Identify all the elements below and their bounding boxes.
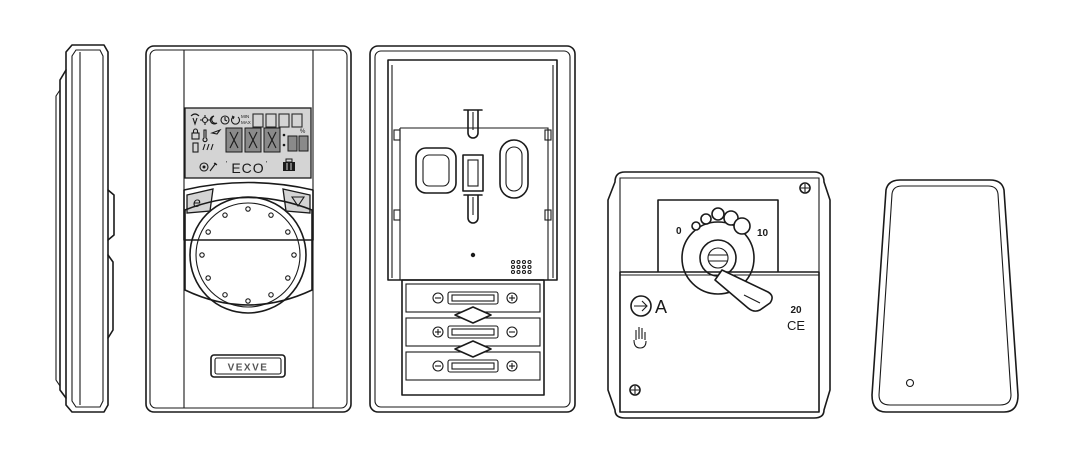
control-dial: [184, 196, 313, 314]
dial-dot: [222, 292, 228, 298]
scale-step: [691, 221, 701, 231]
cycle-icon: [230, 115, 241, 125]
separator: [454, 306, 492, 324]
screw-icon: [629, 384, 641, 396]
clock-icon: [220, 115, 230, 125]
svg-text:': ': [226, 161, 227, 168]
separator: [454, 340, 492, 358]
dial-dot: [222, 212, 228, 218]
contact-pin: [510, 259, 516, 265]
heating-icon: [202, 128, 222, 151]
battery-cell: [447, 359, 499, 373]
sun-icon: [200, 115, 210, 125]
settings-icon: [199, 162, 218, 172]
contact-pin: [510, 269, 516, 275]
minmax-label: MIN: [241, 114, 249, 119]
hand-icon: [633, 327, 647, 349]
contact-pins: [510, 259, 532, 275]
side-view: [55, 44, 115, 413]
contact-pin: [510, 264, 516, 270]
scale-min-label: 0: [676, 226, 682, 237]
dial-dot: [205, 229, 211, 235]
scale-step: [733, 217, 751, 235]
dial-dot: [268, 292, 274, 298]
big-digit-block: %: [225, 127, 309, 153]
dial-dot: [285, 229, 291, 235]
contact-pin: [516, 259, 521, 265]
small-digit-block: [252, 113, 303, 128]
battery-cell: [447, 325, 499, 339]
dial-dot: [285, 275, 291, 281]
dial-dot: [291, 252, 297, 258]
actuator-view: 0 10 A 20 CE: [607, 171, 831, 419]
dial-dot: [245, 298, 251, 304]
battery-icon: [192, 142, 199, 153]
brand-plate: VEXVE: [210, 354, 286, 378]
back-view: [369, 45, 576, 413]
moon-icon: [209, 115, 218, 125]
screw-icon: [799, 182, 811, 194]
rating-label: 20: [790, 305, 802, 316]
led-indicator: [905, 378, 915, 388]
front-view: MIN MAX: [145, 45, 352, 413]
terminal: [506, 292, 518, 304]
contact-pin: [527, 269, 532, 275]
ce-mark: CE: [787, 318, 805, 333]
svg-text:MAX: MAX: [241, 120, 251, 125]
dial-dot: [268, 212, 274, 218]
terminal: [506, 326, 518, 338]
svg-text:%: %: [300, 129, 306, 135]
terminal: [432, 326, 444, 338]
terminal: [432, 360, 444, 372]
contact-pin: [527, 259, 532, 265]
scale-step: [711, 207, 725, 221]
scale-max-label: 10: [757, 228, 769, 239]
brand-logo: VEXVE: [228, 363, 269, 374]
contact-pin: [516, 264, 521, 270]
contact-pin: [516, 269, 521, 275]
battery-compartment: [401, 279, 545, 396]
terminal: [432, 292, 444, 304]
contact-pin: [521, 264, 527, 270]
cover-view: [871, 179, 1019, 413]
arrow-right-icon: [630, 295, 652, 317]
dial-dot: [245, 206, 251, 212]
eco-label: ECO: [231, 160, 264, 176]
thermometer-icon: [202, 129, 208, 143]
dial-dot: [205, 275, 211, 281]
contact-pin: [521, 269, 527, 275]
lock-icon: [191, 128, 200, 140]
contact-pin: [521, 259, 527, 265]
signal-icon: [190, 113, 200, 126]
battery-cell: [447, 291, 499, 305]
holiday-icon: [283, 158, 295, 171]
scale-step: [700, 213, 712, 225]
terminal: [506, 360, 518, 372]
contact-pin: [527, 264, 532, 270]
eco-icon: e: [193, 194, 201, 210]
lcd-display: MIN MAX: [184, 107, 312, 179]
mode-label: A: [655, 297, 667, 317]
dial-dot: [199, 252, 205, 258]
svg-text:': ': [266, 161, 267, 168]
